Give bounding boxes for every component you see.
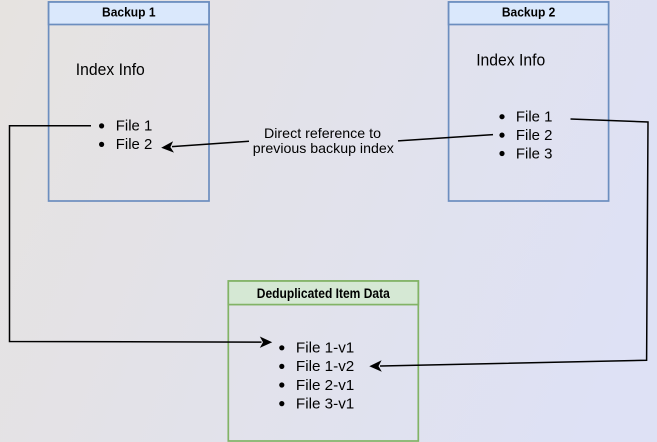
svg-text:File 2-v1: File 2-v1 — [296, 377, 354, 394]
svg-text:Index Info: Index Info — [76, 60, 145, 79]
svg-text:Backup 2: Backup 2 — [502, 4, 556, 19]
svg-text:File 2: File 2 — [516, 127, 553, 144]
svg-text:Direct reference to: Direct reference to — [264, 125, 381, 141]
svg-text:File 2: File 2 — [116, 136, 153, 153]
svg-text:File 3-v1: File 3-v1 — [296, 395, 354, 412]
svg-text:File 1: File 1 — [116, 118, 153, 135]
svg-text:Backup 1: Backup 1 — [102, 4, 156, 19]
svg-text:File 1: File 1 — [516, 109, 553, 126]
svg-text:previous backup index: previous backup index — [253, 140, 394, 156]
svg-text:Index Info: Index Info — [476, 51, 545, 70]
svg-text:File 1-v1: File 1-v1 — [296, 340, 354, 357]
svg-text:Deduplicated Item Data: Deduplicated Item Data — [257, 286, 390, 301]
svg-text:File 3: File 3 — [516, 145, 553, 162]
svg-text:File 1-v2: File 1-v2 — [296, 358, 354, 375]
